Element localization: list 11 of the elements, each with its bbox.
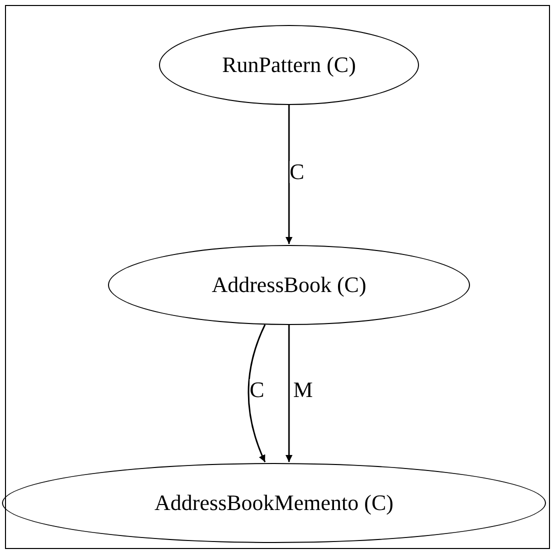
node-label: AddressBookMemento (C) bbox=[154, 490, 394, 516]
edge-label: C bbox=[250, 379, 264, 401]
ellipse-node bbox=[159, 25, 419, 105]
arrow bbox=[286, 325, 292, 462]
arrow bbox=[248, 324, 266, 462]
node-label: AddressBook (C) bbox=[212, 272, 366, 298]
arrow bbox=[286, 105, 292, 244]
edge-label: C bbox=[290, 161, 304, 183]
node-label: RunPattern (C) bbox=[222, 52, 356, 78]
ellipse-node bbox=[2, 463, 546, 543]
ellipse-node bbox=[108, 245, 470, 325]
